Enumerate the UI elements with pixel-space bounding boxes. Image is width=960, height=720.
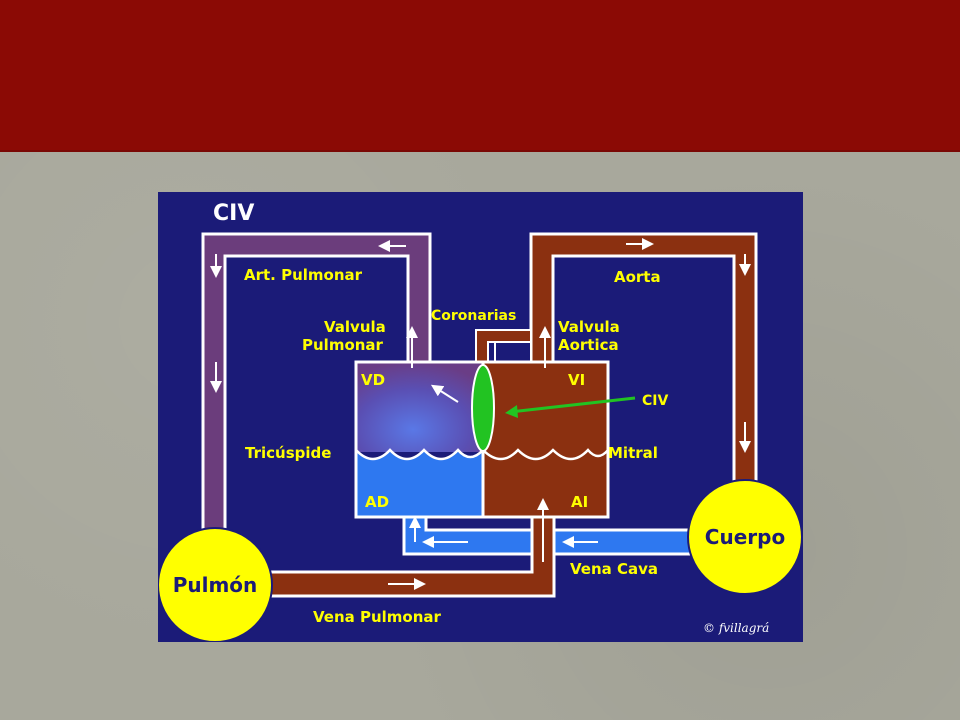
right-ventricle [356, 362, 483, 452]
coronary-opening [494, 341, 532, 363]
civ-pointer-head [505, 405, 518, 418]
tricuspid-valve-line [355, 448, 484, 461]
label-coronarias: Coronarias [431, 308, 516, 324]
pulmon-organ [158, 527, 273, 642]
label-vena-cava: Vena Cava [570, 560, 658, 578]
cuerpo-organ [687, 479, 803, 595]
civ-heart-diagram: CIV Art. Pulmonar Valvula Pulmonar Coron… [158, 192, 803, 642]
civ-defect [471, 364, 495, 452]
label-aorta: Aorta [614, 268, 661, 286]
diagram-title: CIV [213, 201, 254, 226]
mitral-valve-line [482, 448, 609, 461]
label-vena-pulmonar: Vena Pulmonar [313, 608, 442, 626]
label-valvula-aortica-2: Aortica [558, 336, 619, 354]
label-vi: VI [568, 371, 585, 389]
label-ai: AI [571, 493, 588, 511]
label-valvula-pulmonar-2: Pulmonar [302, 336, 384, 354]
label-art-pulmonar: Art. Pulmonar [244, 266, 363, 284]
label-tricuspide: Tricúspide [245, 444, 331, 462]
right-atrium [356, 450, 483, 517]
header-bar [0, 0, 960, 152]
label-credit: © fvillagrá [703, 621, 769, 635]
label-civ-pointer: CIV [642, 393, 668, 409]
label-valvula-pulmonar-1: Valvula [324, 318, 386, 336]
label-valvula-aortica-1: Valvula [558, 318, 620, 336]
flow-arrow [430, 384, 459, 403]
label-vd: VD [361, 371, 385, 389]
left-heart [481, 360, 610, 519]
label-cuerpo: Cuerpo [705, 525, 785, 549]
label-ad: AD [365, 493, 389, 511]
label-mitral: Mitral [608, 444, 658, 462]
label-pulmon: Pulmón [173, 573, 258, 597]
civ-pointer-line [509, 396, 636, 414]
